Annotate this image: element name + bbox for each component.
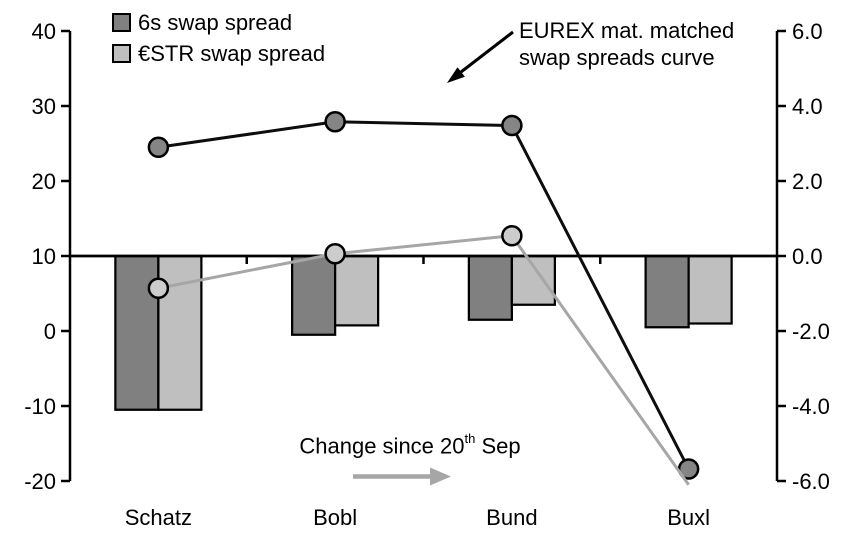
bar-str-swap-spread-bund: [510, 254, 556, 306]
line-str-mat-matched-swap-spreads: [147, 225, 690, 486]
left-axis-tick-label: 0: [44, 319, 56, 344]
category-label-bobl: Bobl: [313, 505, 357, 530]
line-path-str-mat-matched-swap-spreads: [158, 234, 690, 486]
bar-6s-swap-spread-schatz: [114, 254, 160, 411]
left-axis-tick-label: 10: [32, 244, 56, 269]
marker-str-mat-matched-swap-spreads-bobl: [324, 243, 346, 265]
right-axis-tick-label: -4.0: [792, 394, 830, 419]
left-axis-tick-label: 20: [32, 169, 56, 194]
right-axis-tick-label: 6.0: [792, 19, 823, 44]
curve-annotation: EUREX mat. matched swap spreads curve: [519, 17, 734, 71]
marker-str-mat-matched-swap-spreads-schatz: [147, 277, 170, 299]
legend: 6s swap spread €STR swap spread: [112, 11, 325, 73]
bar-6s-swap-spread-bobl: [291, 254, 337, 336]
curve-annotation-line2: swap spreads curve: [519, 45, 715, 70]
marker-6s-mat-matched-swap-spreads-schatz: [147, 136, 170, 158]
black-arrow-shaft: [460, 30, 514, 74]
black-arrow-head: [447, 67, 465, 83]
left-axis-tick-label: -20: [24, 469, 56, 494]
line-path-6s-mat-matched-swap-spreads: [158, 120, 690, 470]
category-label-schatz: Schatz: [125, 505, 192, 530]
category-label-bund: Bund: [486, 505, 537, 530]
change-annotation-text: Change since 20: [299, 433, 465, 459]
left-axis-tick-label: 30: [32, 94, 56, 119]
zero-axis-line: [70, 254, 777, 264]
change-arrow-gray: [353, 467, 451, 486]
right-axis-tick-label: -2.0: [792, 319, 830, 344]
left-axis-tick-label: 40: [32, 19, 56, 44]
right-axis: 6.0 4.0 2.0 0.0 -2.0 -4.0 -6.0: [775, 19, 830, 494]
left-axis-tick-label: -10: [24, 394, 56, 419]
marker-6s-mat-matched-swap-spreads-bobl: [324, 111, 346, 133]
marker-str-mat-matched-swap-spreads-bund: [501, 225, 523, 247]
right-axis-tick-label: 2.0: [792, 169, 823, 194]
bar-str-swap-spread-buxl: [687, 254, 733, 325]
legend-item-str-swap-spread: €STR swap spread: [112, 42, 325, 65]
change-annotation: Change since 20th Sep: [270, 431, 550, 459]
bar-6s-swap-spread-buxl: [644, 254, 690, 329]
legend-swatch-icon: [112, 44, 131, 63]
curve-annotation-line1: EUREX mat. matched: [519, 18, 735, 43]
right-axis-tick-label: -6.0: [792, 469, 830, 494]
left-axis: 40 30 20 10 0 -10 -20: [24, 19, 72, 494]
annotation-arrow-black: [447, 30, 514, 83]
bar-str-swap-spread-schatz: [157, 254, 203, 411]
change-annotation-superscript: th: [464, 431, 476, 446]
bar-6s-swap-spread-bund: [467, 254, 513, 321]
bar-str-swap-spread-bobl: [334, 254, 380, 327]
legend-item-label: 6s swap spread: [138, 10, 293, 35]
line-6s-mat-matched-swap-spreads: [147, 111, 700, 480]
right-axis-tick-label: 4.0: [792, 94, 823, 119]
category-label-buxl: Buxl: [667, 505, 710, 530]
change-annotation-suffix: Sep: [475, 433, 521, 459]
right-axis-tick-label: 0.0: [792, 244, 823, 269]
legend-item-label: €STR swap spread: [138, 41, 326, 66]
legend-item-6s-swap-spread: 6s swap spread: [112, 11, 325, 34]
category-axis: Schatz Bobl Bund Buxl: [125, 505, 710, 530]
marker-6s-mat-matched-swap-spreads-bund: [501, 114, 523, 137]
legend-swatch-icon: [112, 13, 131, 32]
gray-arrow-head: [430, 467, 451, 486]
